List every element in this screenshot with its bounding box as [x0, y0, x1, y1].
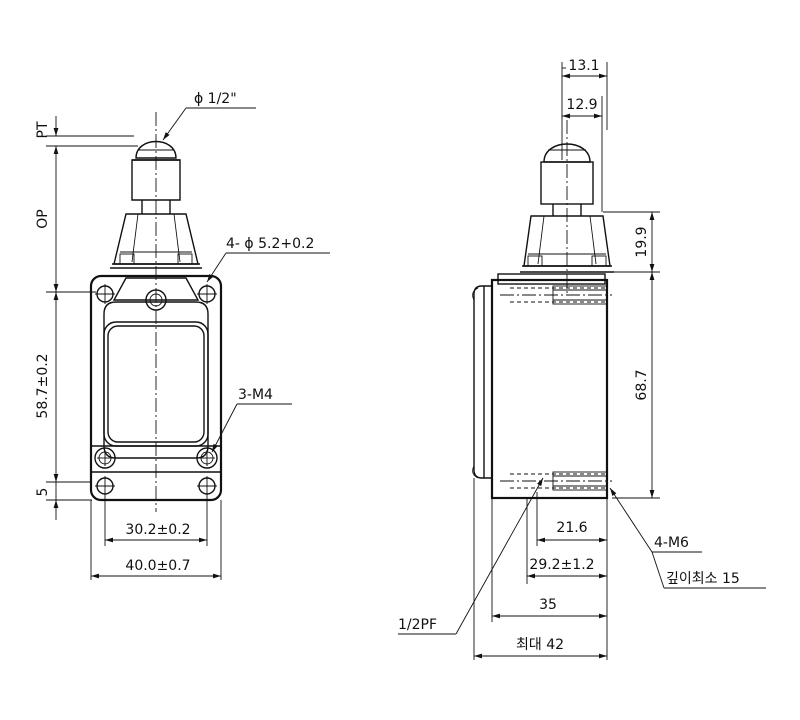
width-label: 40.0±0.7	[125, 558, 190, 574]
knob-diameter-label: ϕ 1/2"	[194, 91, 237, 107]
mount-holes-label: 4- ϕ 5.2+0.2	[226, 236, 314, 252]
mount-depth-label: 29.2±1.2	[529, 557, 594, 573]
screws-label: 3-M4	[238, 387, 273, 403]
height-label: 58.7±0.2	[35, 353, 51, 418]
side-view: 13.1 12.9 19.9 68.7 21.6 29.2±1.2 35 최대 …	[398, 58, 766, 660]
thread-depth-label: 21.6	[556, 520, 587, 536]
actuator-height-label: 19.9	[634, 226, 650, 257]
hole-pitch-label: 30.2±0.2	[125, 522, 190, 538]
conduit-label: 1/2PF	[398, 617, 437, 633]
pt-label: PT	[35, 121, 51, 138]
depth-note-label: 깊이최소 15	[666, 571, 740, 587]
tapped-holes-label: 4-M6	[654, 535, 689, 551]
top-width-inner-label: 12.9	[566, 97, 597, 113]
depth-label: 35	[539, 597, 557, 613]
top-width-outer-label: 13.1	[568, 58, 599, 74]
bottom-offset-label: 5	[35, 488, 51, 497]
front-view: PT OP 58.7±0.2 5 ϕ 1/2" 4- ϕ 5.2+0.2 3-M…	[35, 91, 330, 580]
body-height-label: 68.7	[634, 369, 650, 400]
max-depth-label: 최대 42	[516, 637, 564, 653]
op-label: OP	[35, 209, 51, 228]
